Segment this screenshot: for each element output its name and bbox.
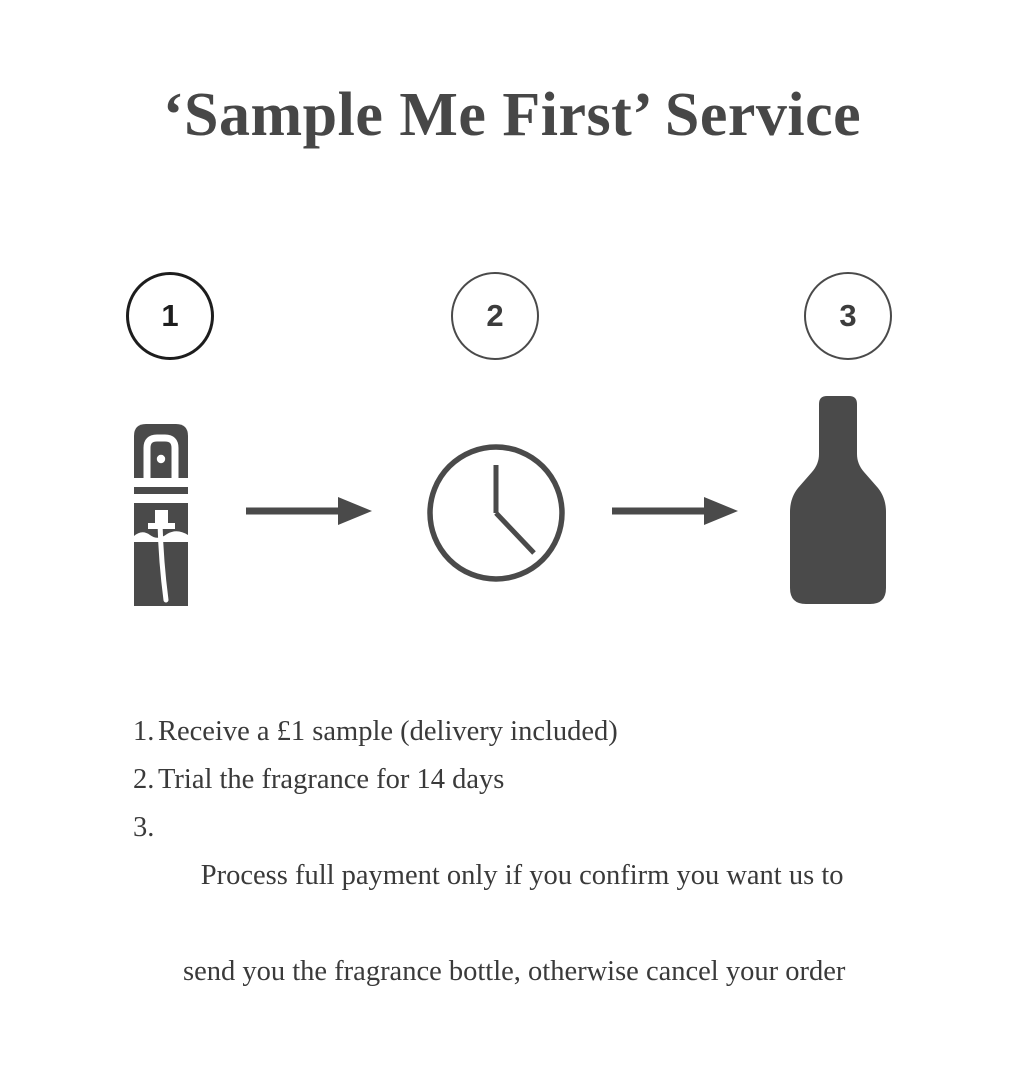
list-item: 3. Process full payment only if you conf… <box>133 804 963 1092</box>
step-number-1: 1 <box>161 297 179 333</box>
clock-icon <box>420 437 572 594</box>
arrow-step1-to-step2 <box>246 494 374 533</box>
step-circle-1: 1 <box>126 272 214 360</box>
list-item: 1. Receive a £1 sample (delivery include… <box>133 708 963 756</box>
list-item-line-2: send you the fragrance bottle, otherwise… <box>183 956 846 987</box>
page-title: ‘Sample Me First’ Service <box>162 81 862 149</box>
list-marker: 1. <box>133 716 155 747</box>
fragrance-bottle-icon <box>786 392 890 613</box>
list-item: 2. Trial the fragrance for 14 days <box>133 756 963 804</box>
step-circle-3: 3 <box>804 272 892 360</box>
step-numbers-row: 1 2 3 <box>0 272 1024 364</box>
step-number-3: 3 <box>839 297 857 333</box>
list-item-text: Trial the fragrance for 14 days <box>158 764 505 795</box>
list-marker: 2. <box>133 764 155 795</box>
icon-flow-row <box>0 392 1024 622</box>
list-item-line-1: Process full payment only if you confirm… <box>200 860 844 891</box>
sample-vial-icon <box>128 422 194 613</box>
step-circle-2: 2 <box>451 272 539 360</box>
arrow-step2-to-step3 <box>612 494 740 533</box>
list-item-text: Process full payment only if you confirm… <box>158 804 963 1092</box>
steps-text-list: 1. Receive a £1 sample (delivery include… <box>133 708 963 1092</box>
list-marker: 3. <box>133 812 155 843</box>
list-item-text: Receive a £1 sample (delivery included) <box>158 716 618 747</box>
step-number-2: 2 <box>486 297 504 333</box>
